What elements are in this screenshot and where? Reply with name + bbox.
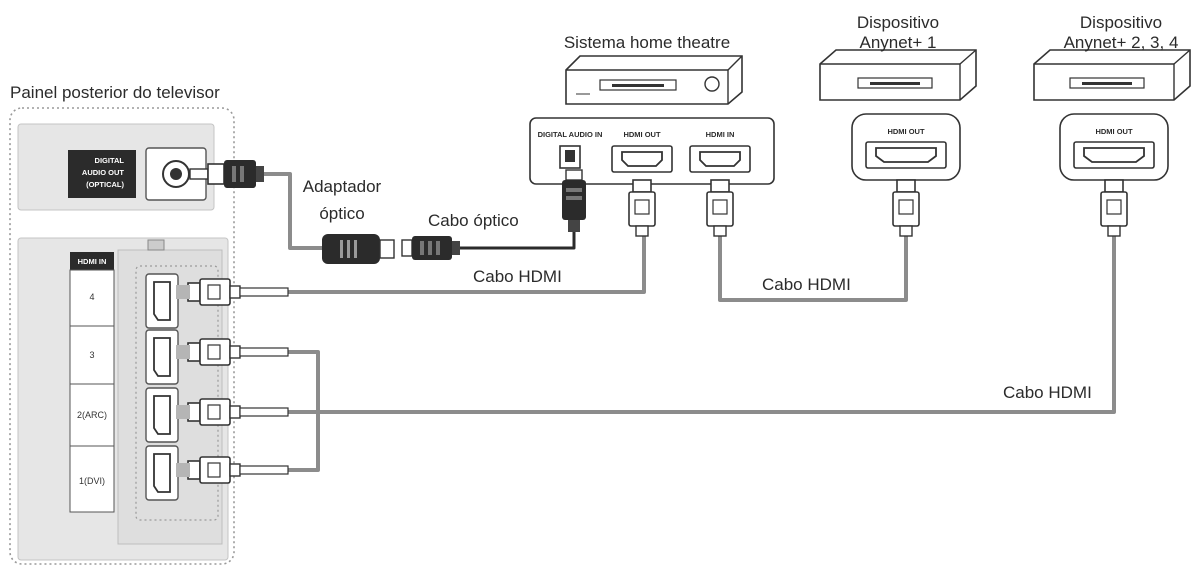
device2-label-line1: Dispositivo: [1080, 13, 1162, 32]
hdmi-in-header: HDMI IN: [78, 257, 107, 266]
hdmi-port-label-2: 2(ARC): [77, 410, 107, 420]
anynet-device-2: [1033, 49, 1191, 181]
optical-cable-ht-segment: [460, 232, 576, 250]
hdmi-port-label-4: 4: [89, 292, 94, 302]
optical-plug-adapter: [401, 236, 460, 260]
hdmi-plug-tv3: [187, 338, 241, 366]
tv-rear-panel-label: Painel posterior do televisor: [10, 83, 220, 102]
device2-label-line2: Anynet+ 2, 3, 4: [1064, 33, 1179, 52]
hdmi-cable-tv4-ht-out: [288, 236, 646, 294]
hdmi-cable-label-1: Cabo HDMI: [473, 267, 562, 286]
optical-plug-tv: [189, 160, 264, 188]
device2-hdmi-out-port[interactable]: [1083, 147, 1145, 163]
hdmi-cable-label-2: Cabo HDMI: [762, 275, 851, 294]
device1-hdmi-out-port[interactable]: [875, 147, 937, 163]
device2-hdmi-out-label: HDMI OUT: [1095, 127, 1132, 136]
hdmi-plug-ht-in: [706, 179, 734, 237]
digital-audio-out-line3: (OPTICAL): [86, 180, 124, 189]
device1-label-line2: Anynet+ 1: [859, 33, 936, 52]
device1-label-line1: Dispositivo: [857, 13, 939, 32]
ht-hdmi-out-label: HDMI OUT: [623, 130, 660, 139]
hdmi-plug-tv4: [187, 278, 241, 306]
optical-adapter-label-line2: óptico: [319, 204, 364, 223]
optical-out-jack[interactable]: [170, 168, 182, 180]
hdmi-plug-tv2: [187, 398, 241, 426]
hdmi-cable-ht-in-device1: [718, 236, 908, 302]
hdmi-port-label-3: 3: [89, 350, 94, 360]
ht-hdmi-out-port[interactable]: [621, 151, 663, 167]
optical-plug-ht: [562, 169, 586, 232]
hdmi-plug-ht-out: [628, 179, 656, 237]
hdmi-port-3[interactable]: [145, 329, 179, 385]
cables: [262, 172, 1116, 472]
hdmi-port-label-1: 1(DVI): [79, 476, 105, 486]
home-theatre-unit: [529, 55, 775, 185]
digital-audio-out-label-box: [68, 150, 136, 198]
home-theatre-label: Sistema home theatre: [564, 33, 730, 52]
hdmi-port-1-dvi[interactable]: [145, 445, 179, 501]
tv-rear-panel: [9, 107, 235, 565]
digital-audio-out-line2: AUDIO OUT: [82, 168, 125, 177]
digital-audio-out-line1: DIGITAL: [95, 156, 125, 165]
hdmi-plug-device2: [1100, 179, 1128, 237]
ht-digital-audio-in-label: DIGITAL AUDIO IN: [538, 130, 603, 139]
hdmi-plug-device1: [892, 179, 920, 237]
ht-hdmi-in-port[interactable]: [699, 151, 741, 167]
hdmi-cable-tv2-device2: [288, 236, 1116, 414]
optical-adapter-label-line1: Adaptador: [303, 177, 382, 196]
anynet-device-1: [819, 49, 977, 181]
optical-cable-label: Cabo óptico: [428, 211, 519, 230]
hdmi-port-2-arc[interactable]: [145, 387, 179, 443]
hdmi-cable-label-3: Cabo HDMI: [1003, 383, 1092, 402]
hdmi-port-4[interactable]: [145, 273, 179, 329]
ht-hdmi-in-label: HDMI IN: [706, 130, 735, 139]
hdmi-plug-tv1: [187, 456, 241, 484]
device1-hdmi-out-label: HDMI OUT: [887, 127, 924, 136]
optical-adapter: [322, 234, 395, 264]
optical-cable-tv-segment: [262, 172, 322, 250]
